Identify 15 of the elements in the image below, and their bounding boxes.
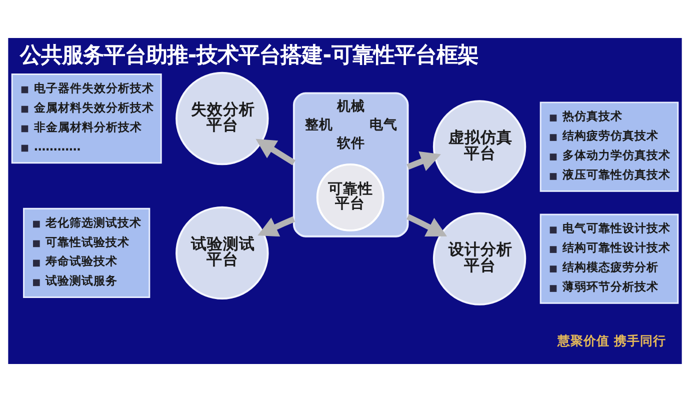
diagram-title: 公共服务平台助推-技术平台搭建-可靠性平台框架 — [20, 42, 479, 68]
arrow — [258, 216, 296, 237]
node-box: 老化筛选测试技术 可靠性试验技术 寿命试验技术 试验测试服务 — [23, 208, 150, 298]
node-box: 热仿真技术 结构疲劳仿真技术 多体动力学仿真技术 液压可靠性仿真技术 — [540, 102, 679, 192]
node-circle: 试验测试平台 — [176, 206, 269, 300]
node-box: 电子器件失效分析技术 金属材料失效分析技术 非金属材料分析技术 ………… — [11, 73, 162, 164]
arrow — [256, 138, 296, 166]
node-circle: 可靠性平台 — [316, 163, 384, 232]
arrow — [406, 151, 441, 171]
label: 慧聚价值 携手同行 — [558, 332, 666, 348]
node-circle: 设计分析平台 — [432, 212, 526, 306]
node-circle: 失效分析平台 — [176, 72, 269, 166]
arrow — [406, 214, 447, 236]
node-box: 电气可靠性设计技术 结构可靠性设计技术 结构模态疲劳分析 薄弱环节分析技术 — [540, 214, 679, 304]
node-circle: 虚拟仿真平台 — [432, 100, 526, 194]
